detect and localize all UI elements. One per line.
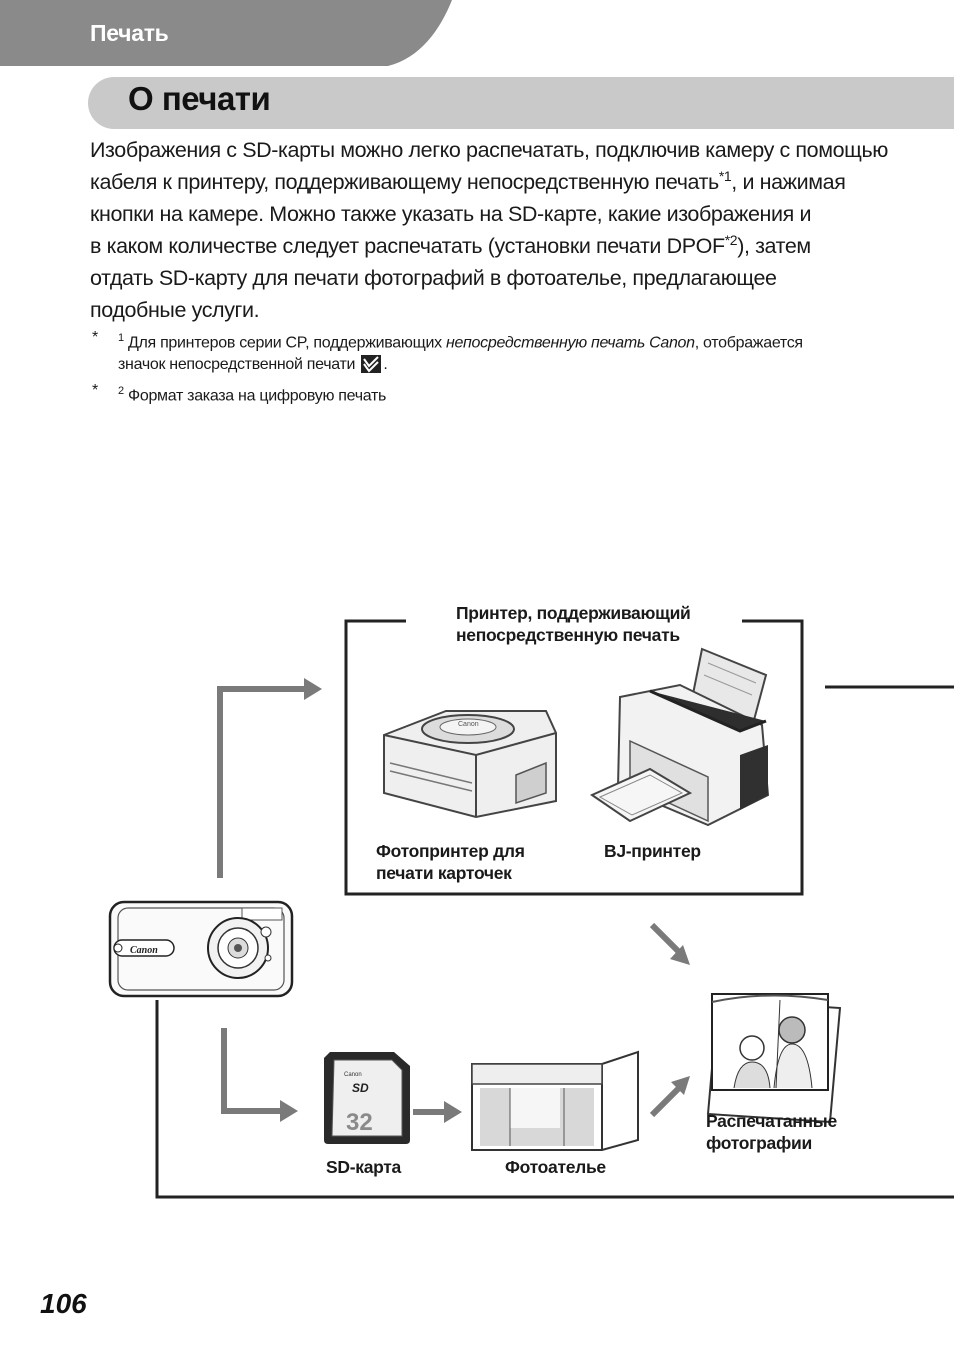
arrow-to-printers xyxy=(217,678,322,878)
card-printer-brand: Canon xyxy=(458,721,479,728)
intro-line: Изображения с SD-карты можно легко распе… xyxy=(90,138,888,162)
sd-card-capacity: 32 xyxy=(346,1109,373,1136)
card-printer-label: Фотопринтер для печати карточек xyxy=(376,841,525,883)
page-number: 106 xyxy=(40,1288,87,1319)
arrow-to-sd-card xyxy=(221,1028,298,1122)
footnote-1: * 1 Для принтеров серии CP, поддерживающ… xyxy=(92,329,803,374)
print-workflow-diagram: Canon Canon xyxy=(0,590,954,1210)
footnote-2: * 2 Формат заказа на цифровую печать xyxy=(92,382,387,405)
bj-printer-image xyxy=(589,647,770,827)
arrow-to-photo-lab xyxy=(413,1101,462,1123)
bj-printer-label: BJ-принтер xyxy=(604,841,701,861)
intro-paragraph: Изображения с SD-карты можно легко распе… xyxy=(90,134,890,326)
photo-lab-label: Фотоателье xyxy=(505,1157,606,1177)
printed-photos-image xyxy=(706,993,842,1124)
svg-text:Canon: Canon xyxy=(344,1072,362,1078)
intro-line: подобные услуги. xyxy=(90,298,260,322)
svg-text:SD: SD xyxy=(352,1081,369,1095)
title-bar xyxy=(88,77,954,129)
camera-brand: Canon xyxy=(130,945,158,956)
footnote-ref: *1 xyxy=(718,167,732,184)
camera-image xyxy=(108,900,294,998)
footnotes: * 1 Для принтеров серии CP, поддерживающ… xyxy=(90,327,890,408)
intro-line: кнопки на камере. Можно также указать на… xyxy=(90,202,812,226)
printer-box-title: Принтер, поддерживающий непосредственную… xyxy=(456,603,691,645)
direct-print-icon xyxy=(361,355,382,374)
printer-box-frame xyxy=(344,619,804,896)
section-tab xyxy=(0,0,452,66)
printed-photos-label: Распечатанные фотографии xyxy=(706,1111,837,1153)
card-printer-image xyxy=(383,710,557,819)
photo-lab-image xyxy=(471,1050,639,1151)
intro-line: кабеля к принтеру, поддерживающему непос… xyxy=(90,167,846,194)
section-label: Печать xyxy=(90,20,169,46)
sd-card-image: Canon SD 32 xyxy=(324,1052,410,1144)
page-title: О печати xyxy=(128,80,271,117)
arrow-from-lab-to-prints xyxy=(649,1076,690,1118)
arrow-from-printers-to-prints xyxy=(649,922,690,965)
bottom-bracket-line xyxy=(155,1000,954,1199)
intro-line: в каком количестве следует распечатать (… xyxy=(90,231,811,258)
footnote-ref: *2 xyxy=(724,231,738,248)
sd-card-label: SD-карта xyxy=(326,1157,401,1177)
intro-line: отдать SD-карту для печати фотографий в … xyxy=(90,266,777,290)
